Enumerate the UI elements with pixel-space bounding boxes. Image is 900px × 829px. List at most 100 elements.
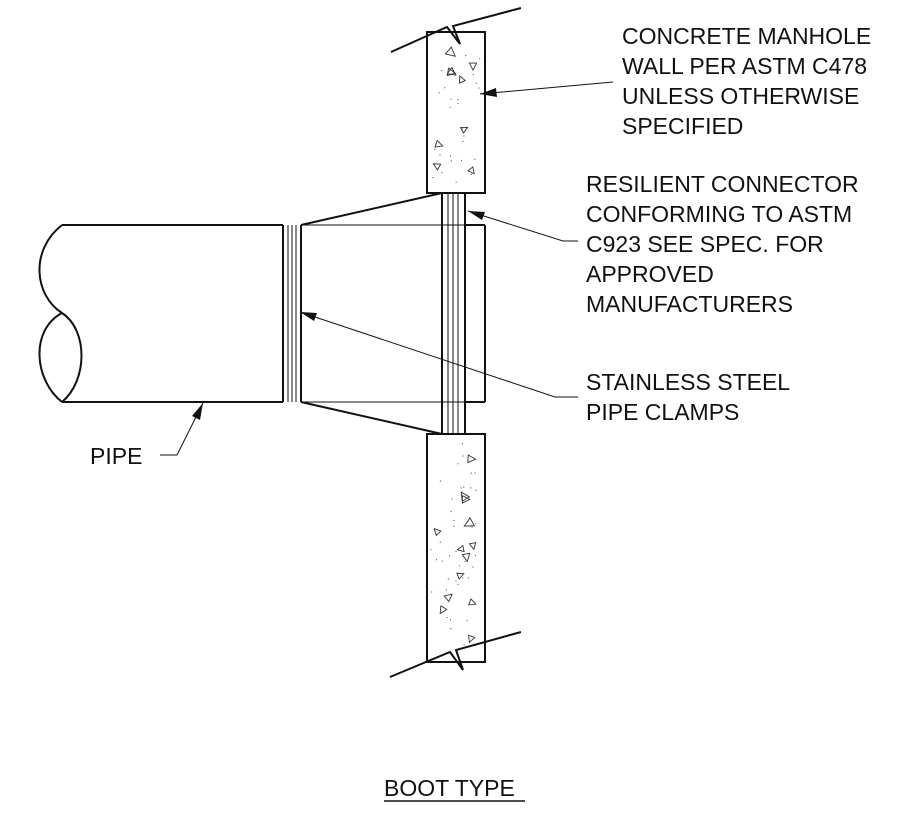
concrete-speck xyxy=(470,472,472,474)
concrete-aggregate-mark xyxy=(443,593,453,603)
concrete-speck xyxy=(450,619,452,621)
resilient-connector-boot xyxy=(300,192,466,435)
concrete-speck xyxy=(435,559,438,561)
arrowhead-pipe xyxy=(192,403,203,420)
concrete-speck xyxy=(463,486,465,488)
concrete-speck xyxy=(479,58,481,60)
concrete-speck xyxy=(474,554,476,557)
pipe xyxy=(38,224,486,403)
concrete-speck xyxy=(470,173,472,175)
concrete-speck xyxy=(432,177,434,179)
boot-taper-top xyxy=(300,192,443,226)
concrete-speck xyxy=(449,106,451,108)
concrete-speck xyxy=(463,644,465,646)
leader-line-wall xyxy=(479,81,614,95)
lower-wall-body xyxy=(426,433,486,663)
concrete-aggregate-mark xyxy=(458,75,467,84)
concrete-speck xyxy=(475,489,477,491)
concrete-speck xyxy=(467,520,469,522)
concrete-speck xyxy=(474,158,476,160)
arrowhead-connector xyxy=(468,211,485,220)
leader-line-clamps xyxy=(299,311,578,398)
concrete-speck xyxy=(462,141,464,143)
leader-wall xyxy=(479,81,614,97)
concrete-aggregate-mark xyxy=(446,66,457,76)
concrete-speck xyxy=(455,181,457,183)
concrete-speck xyxy=(446,616,448,619)
concrete-aggregate-mark xyxy=(467,166,475,175)
drawing-title: BOOT TYPE xyxy=(384,775,515,801)
leader-clamps xyxy=(299,311,578,398)
concrete-aggregate-mark xyxy=(468,541,477,551)
concrete-speck xyxy=(453,520,455,522)
concrete-speck xyxy=(475,82,477,84)
concrete-speck xyxy=(460,159,463,161)
concrete-speck xyxy=(441,69,443,72)
clamps-callout-line-2: PIPE CLAMPS xyxy=(586,399,739,425)
concrete-aggregate-mark xyxy=(432,163,442,171)
arrowhead-wall xyxy=(480,88,497,97)
arrowhead-clamps xyxy=(300,312,317,321)
concrete-speck xyxy=(441,172,443,174)
concrete-speck xyxy=(465,55,467,57)
lower-wall-concrete-texture xyxy=(430,443,477,646)
stainless-steel-pipe-clamp xyxy=(282,225,302,402)
concrete-aggregate-mark xyxy=(463,517,476,527)
concrete-speck xyxy=(438,92,440,94)
concrete-speck xyxy=(461,443,463,445)
concrete-speck xyxy=(441,560,443,562)
upper-wall-break-line xyxy=(390,7,522,53)
concrete-speck xyxy=(451,498,453,500)
concrete-speck xyxy=(449,155,451,157)
concrete-speck xyxy=(461,128,464,130)
connector-callout-line-2: CONFORMING TO ASTM xyxy=(586,201,852,227)
concrete-speck xyxy=(444,87,446,89)
concrete-speck xyxy=(470,487,472,489)
connector-callout-line-1: RESILIENT CONNECTOR xyxy=(586,171,859,197)
concrete-speck xyxy=(472,566,474,568)
concrete-speck xyxy=(463,135,465,137)
lower-manhole-wall xyxy=(389,433,522,678)
concrete-speck xyxy=(445,589,447,591)
concrete-aggregate-mark xyxy=(456,572,465,580)
concrete-speck xyxy=(462,577,464,579)
concrete-aggregate-mark xyxy=(461,552,471,563)
leader-connector xyxy=(467,210,578,242)
pipe-break-end xyxy=(38,224,83,403)
concrete-speck xyxy=(449,555,451,557)
concrete-speck xyxy=(465,127,467,129)
concrete-speck xyxy=(457,98,459,101)
concrete-aggregate-mark xyxy=(456,544,465,553)
upper-wall-concrete-texture xyxy=(432,46,481,183)
concrete-speck xyxy=(447,578,449,580)
concrete-speck xyxy=(430,549,432,551)
concrete-speck xyxy=(464,560,466,563)
clamps-callout-line-1: STAINLESS STEEL xyxy=(586,369,790,395)
concrete-speck xyxy=(434,148,436,151)
concrete-speck xyxy=(466,619,468,622)
concrete-speck xyxy=(471,526,473,528)
concrete-aggregate-mark xyxy=(468,598,477,606)
concrete-speck xyxy=(472,73,474,76)
upper-manhole-wall xyxy=(390,7,522,194)
concrete-speck xyxy=(450,98,452,100)
concrete-speck xyxy=(458,565,461,567)
connector-callout-line-4: APPROVED xyxy=(586,261,714,287)
concrete-speck xyxy=(450,511,452,513)
concrete-speck xyxy=(462,455,464,457)
concrete-speck xyxy=(439,154,441,156)
boot-taper-bottom xyxy=(300,401,443,435)
concrete-speck xyxy=(441,145,443,147)
concrete-speck xyxy=(439,480,441,482)
concrete-aggregate-mark xyxy=(460,491,471,503)
concrete-speck xyxy=(475,523,477,525)
concrete-speck xyxy=(450,628,452,630)
pipe-callout: PIPE xyxy=(90,443,142,469)
wall-callout-line-4: SPECIFIED xyxy=(622,113,743,139)
upper-wall-body xyxy=(426,31,486,194)
lower-wall-break-line xyxy=(389,631,522,678)
wall-callout-line-2: WALL PER ASTM C478 xyxy=(622,53,867,79)
concrete-speck xyxy=(460,487,462,489)
concrete-speck xyxy=(478,87,480,89)
